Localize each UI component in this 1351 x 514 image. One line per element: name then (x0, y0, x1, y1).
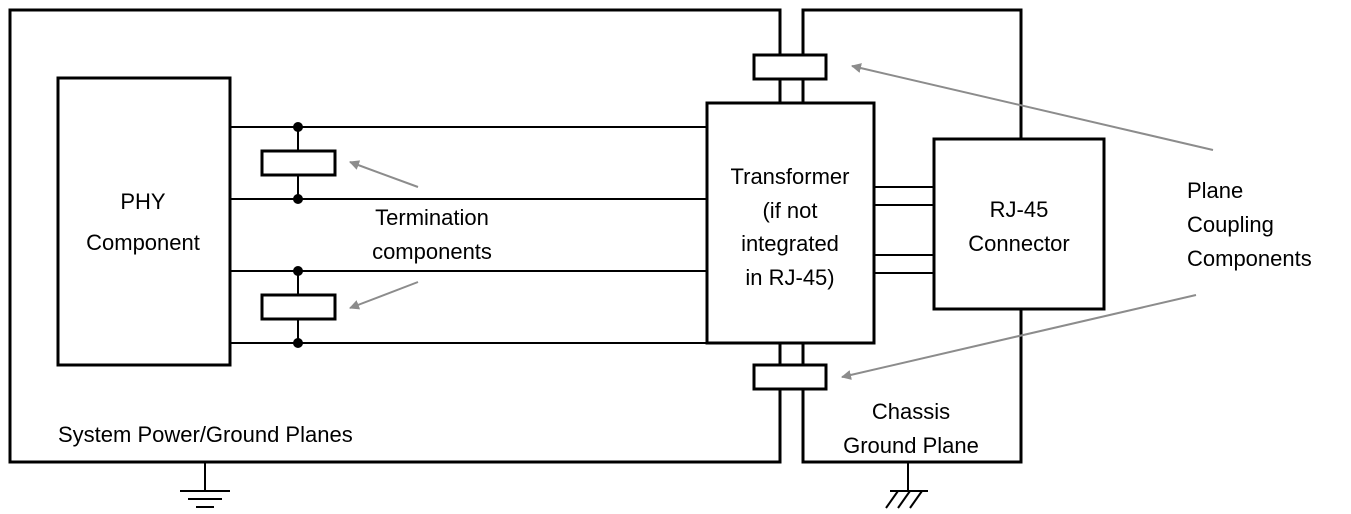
phy-component-box (56, 76, 232, 367)
plane-coupling-component-bottom (752, 363, 828, 391)
rj45-label-line1: RJ-45 (990, 197, 1049, 222)
termination-component-bottom (260, 293, 337, 321)
plane-coupling-label-line1: Plane (1187, 178, 1243, 203)
plane-coupling-arrow-bottom (841, 294, 1197, 380)
phy-label-line2: Component (86, 230, 200, 255)
termination-label-line1: Termination (375, 205, 489, 230)
plane-coupling-label-line3: Components (1187, 246, 1312, 271)
plane-coupling-component-top (752, 53, 828, 81)
termination-label-line2: components (372, 239, 492, 264)
transformer-label-line4: in RJ-45) (745, 265, 834, 290)
transformer-label-line3: integrated (741, 231, 839, 256)
termination-arrow-top (349, 160, 419, 188)
phy-label-line1: PHY (120, 189, 166, 214)
transformer-rj45-lines (874, 186, 934, 274)
termination-arrow-bottom (349, 281, 419, 310)
plane-coupling-arrow-top (851, 63, 1214, 151)
termination-component-top (260, 149, 337, 177)
chassis-ground-symbol (885, 462, 928, 509)
rj45-label-line2: Connector (968, 231, 1070, 256)
system-planes-label: System Power/Ground Planes (58, 422, 353, 447)
transformer-label-line2: (if not (762, 198, 817, 223)
transformer-box (705, 101, 876, 345)
signal-lines (230, 126, 707, 344)
transformer-label-line1: Transformer (731, 164, 850, 189)
chassis-label-line2: Ground Plane (843, 433, 979, 458)
rj45-connector-box (932, 137, 1106, 311)
callout-arrows (349, 63, 1214, 380)
plane-coupling-label-line2: Coupling (1187, 212, 1274, 237)
system-ground-symbol (180, 462, 230, 508)
chassis-label-line1: Chassis (872, 399, 950, 424)
